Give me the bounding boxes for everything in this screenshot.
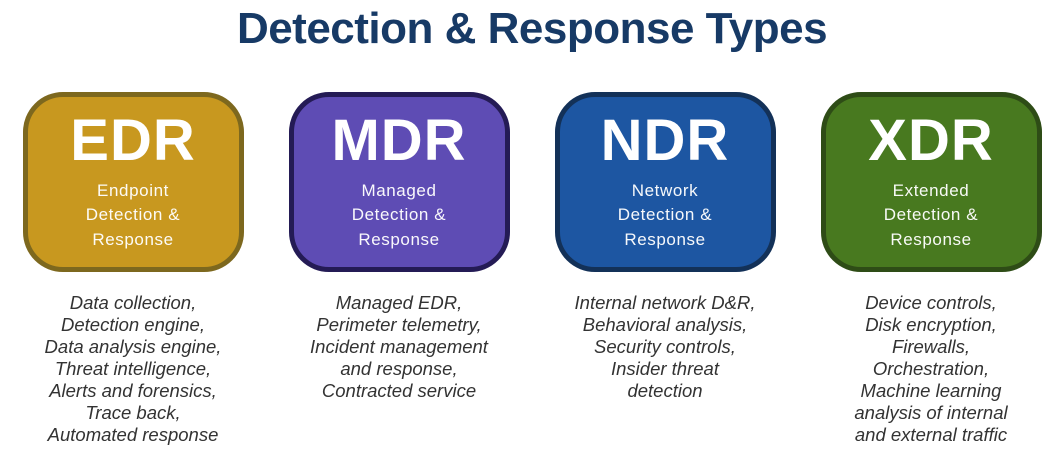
card-subtitle: Endpoint Detection & Response [85,181,181,249]
page-title: Detection & Response Types [236,4,828,53]
card-edr: EDR Endpoint Detection & Response [22,92,244,272]
card-mdr: MDR Managed Detection & Response [288,92,510,272]
card-acronym: MDR [331,108,467,174]
card-subtitle: Network Detection & Response [617,181,713,249]
card-subtitle: Extended Detection & Response [883,181,979,249]
card-acronym: NDR [600,108,730,174]
feature-row: Data collection, Detection engine, Data … [0,292,1064,446]
feature-list-mdr: Managed EDR, Perimeter telemetry, Incide… [310,292,488,401]
card-ndr: NDR Network Detection & Response [554,92,776,272]
feature-list-xdr: Device controls, Disk encryption, Firewa… [854,292,1008,445]
badge-row: EDR Endpoint Detection & Response MDR Ma… [0,92,1064,272]
card-acronym: XDR [868,108,994,174]
feature-list-edr: Data collection, Detection engine, Data … [44,292,222,445]
card-subtitle: Managed Detection & Response [351,181,447,249]
feature-list-ndr: Internal network D&R, Behavioral analysi… [574,292,756,401]
card-acronym: EDR [70,108,196,174]
card-xdr: XDR Extended Detection & Response [820,92,1042,272]
